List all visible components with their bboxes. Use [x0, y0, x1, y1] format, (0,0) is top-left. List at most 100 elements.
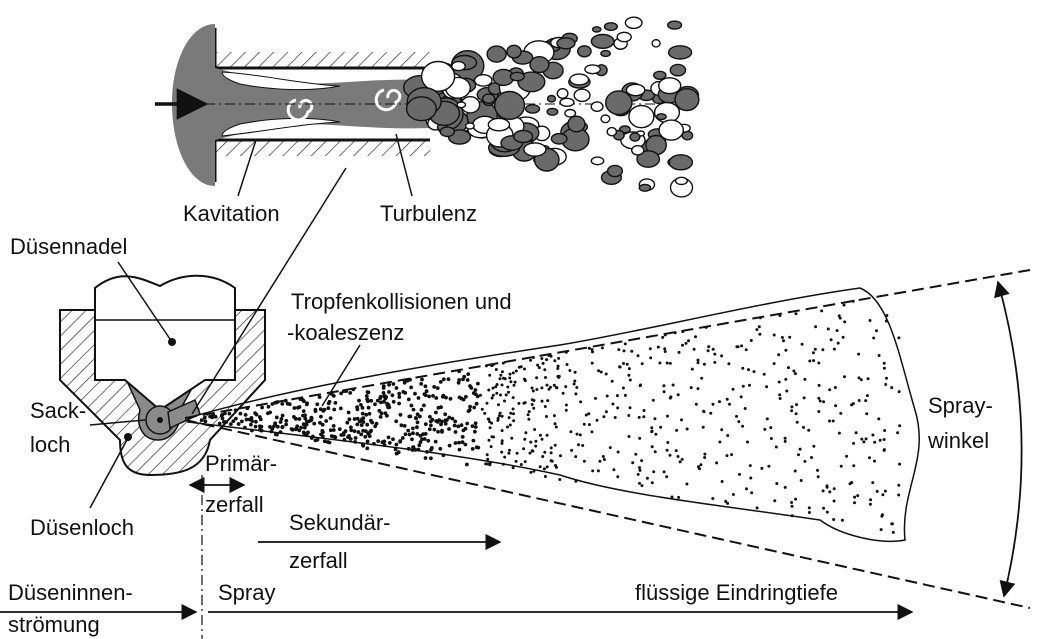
spray-droplet	[784, 349, 787, 352]
spray-droplet	[437, 406, 441, 410]
spray-droplet	[885, 320, 888, 323]
spray-droplet	[765, 385, 768, 388]
spray-droplet	[591, 362, 594, 365]
spray-droplet	[343, 438, 347, 442]
spray-droplet	[803, 460, 806, 463]
spray-droplet	[876, 490, 879, 493]
spray-droplet	[759, 316, 762, 319]
droplet-blob	[625, 17, 642, 28]
spray-droplet	[305, 420, 309, 424]
spray-droplet	[737, 420, 740, 423]
spray-droplet	[428, 415, 432, 419]
spray-droplet	[685, 483, 688, 486]
spray-droplet	[565, 409, 568, 412]
spray-droplet	[616, 406, 619, 409]
spray-droplet	[740, 344, 743, 347]
spray-droplet	[494, 385, 497, 388]
spray-droplet	[897, 484, 900, 487]
spray-droplet	[897, 494, 900, 497]
spray-droplet	[501, 370, 504, 373]
spray-droplet	[324, 419, 328, 423]
spray-droplet	[279, 430, 283, 434]
spray-droplet	[403, 424, 407, 428]
spray-droplet	[834, 404, 837, 407]
droplet-blob	[530, 57, 549, 73]
spray-droplet	[784, 378, 787, 381]
spray-droplet	[433, 428, 437, 432]
spray-droplet	[869, 319, 872, 322]
spray-droplet	[703, 363, 706, 366]
spray-droplet	[718, 441, 721, 444]
label-spraywinkel-line1: Spray-	[928, 393, 993, 418]
droplet-blob	[524, 143, 546, 156]
spray-droplet	[495, 368, 498, 371]
spray-droplet	[208, 415, 212, 419]
spray-droplet	[703, 453, 706, 456]
spray-droplet	[663, 390, 666, 393]
spray-droplet	[896, 431, 899, 434]
spray-droplet	[792, 370, 795, 373]
spray-droplet	[361, 416, 365, 420]
spray-droplet	[524, 431, 527, 434]
droplet-blob	[548, 96, 556, 102]
spray-droplet	[507, 391, 510, 394]
spray-droplet	[541, 455, 544, 458]
spray-droplet	[654, 433, 657, 436]
droplet-blob	[657, 114, 666, 120]
spray-droplet	[833, 348, 836, 351]
spray-droplet	[822, 489, 825, 492]
spray-droplet	[487, 389, 490, 392]
spray-droplet	[820, 309, 823, 312]
spray-droplet	[292, 415, 296, 419]
spray-droplet	[327, 402, 331, 406]
spray-droplet	[377, 409, 381, 413]
spray-droplet	[369, 419, 373, 423]
spray-droplet	[420, 378, 424, 382]
spray-droplet	[585, 414, 588, 417]
spray-droplet	[501, 429, 504, 432]
spray-droplet	[486, 453, 489, 456]
droplet-blob	[560, 98, 574, 106]
spray-droplet	[400, 423, 404, 427]
spray-droplet	[794, 470, 797, 473]
spray-droplet	[438, 447, 442, 451]
spray-droplet	[832, 518, 835, 521]
spray-droplet	[826, 484, 829, 487]
spray-droplet	[296, 406, 300, 410]
spray-droplet	[697, 465, 700, 468]
spray-droplet	[319, 415, 323, 419]
spray-droplet	[795, 312, 798, 315]
spray-droplet	[363, 435, 367, 439]
spray-droplet	[293, 406, 297, 410]
spray-droplet	[254, 420, 258, 424]
spray-droplet	[718, 400, 721, 403]
label-kavitation: Kavitation	[183, 201, 280, 226]
spray-droplet	[769, 426, 772, 429]
spray-droplet	[305, 403, 309, 407]
spray-droplet	[406, 429, 410, 433]
spray-droplet	[394, 419, 398, 423]
label-turbulenz: Turbulenz	[380, 201, 477, 226]
spray-droplet	[379, 401, 383, 405]
spray-droplet	[791, 505, 794, 508]
spray-droplet	[872, 337, 875, 340]
spray-droplet	[491, 397, 494, 400]
spray-droplet	[502, 463, 505, 466]
droplet-blob	[440, 127, 454, 137]
spray-droplet	[544, 376, 547, 379]
spray-droplet	[865, 412, 868, 415]
spray-droplet	[434, 396, 438, 400]
spray-droplet	[364, 429, 368, 433]
spray-droplet	[650, 426, 653, 429]
spray-droplet	[652, 470, 655, 473]
spray-droplet	[503, 456, 506, 459]
spray-droplet	[576, 433, 579, 436]
spray-droplet	[541, 438, 544, 441]
spray-droplet	[503, 400, 506, 403]
spray-droplet	[529, 471, 532, 474]
spray-droplet	[724, 500, 727, 503]
spray-droplet	[407, 398, 411, 402]
droplet-blob	[547, 108, 558, 115]
spray-droplet	[534, 445, 537, 448]
spray-droplet	[420, 408, 424, 412]
